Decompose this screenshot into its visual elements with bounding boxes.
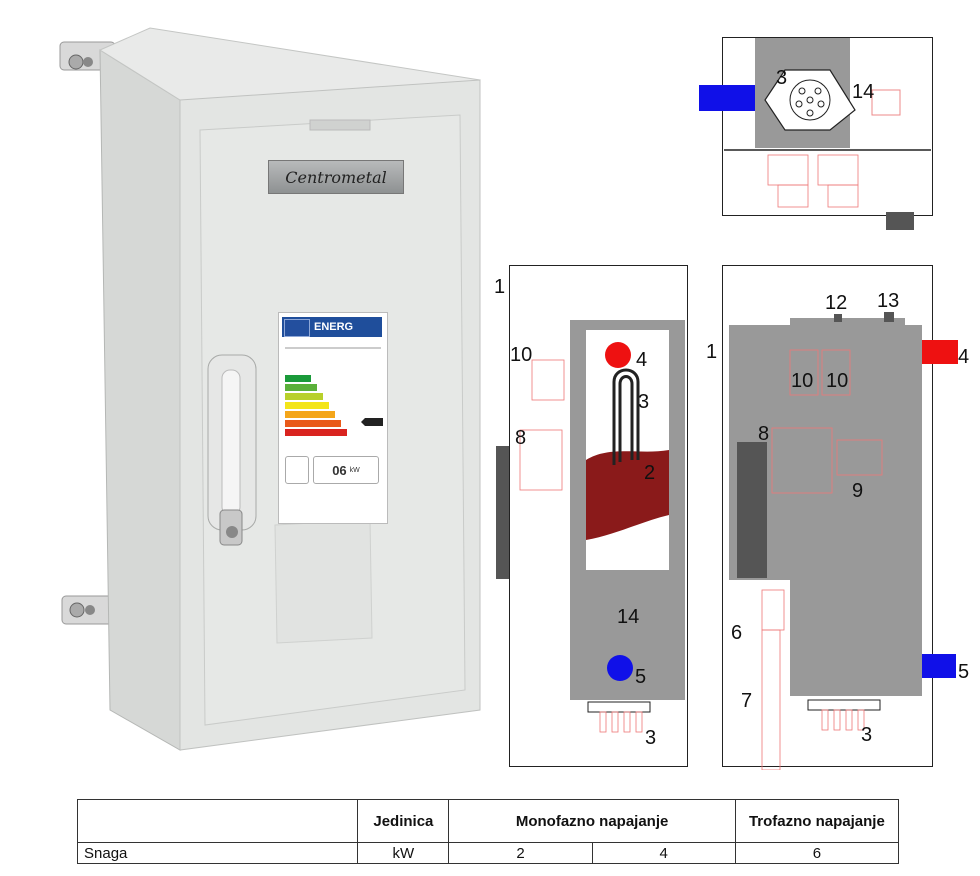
callout-left-3b: 3 — [645, 727, 657, 749]
energy-label-unit: kW — [349, 466, 360, 474]
brand-name: Centrometal — [285, 167, 387, 187]
table-cell: kW — [357, 842, 450, 864]
side-box — [737, 442, 767, 578]
callout-left-3: 3 — [638, 391, 650, 413]
side-section-diagram — [496, 320, 685, 733]
callout-right-9: 9 — [852, 480, 864, 502]
callout-right-10b: 10 — [826, 370, 849, 392]
callout-left-14: 14 — [617, 606, 640, 628]
valve-outline — [761, 589, 785, 631]
header-cell — [76, 799, 359, 843]
thermostat-front-a — [789, 349, 819, 396]
callout-left-4: 4 — [636, 349, 648, 371]
terminal-block-top — [767, 154, 859, 208]
callout-right-13: 13 — [877, 290, 900, 312]
brand-plate: Centrometal — [268, 160, 404, 194]
table-cell: 6 — [734, 842, 900, 864]
table-cell: 2 — [448, 842, 593, 864]
terminal-strip — [836, 439, 883, 476]
table-row: Snaga kW 2 4 6 — [76, 842, 900, 864]
eu-flag-icon — [284, 319, 310, 337]
top-view-diagram — [699, 38, 931, 230]
cold-connection-top — [699, 85, 755, 111]
cold-inlet-marker — [607, 655, 633, 681]
flange-side — [587, 701, 651, 713]
callout-right-5: 5 — [958, 661, 970, 683]
callout-left-5: 5 — [635, 666, 647, 688]
energy-class-bars — [285, 375, 383, 436]
top-bar — [790, 318, 905, 326]
indicator-13 — [884, 312, 894, 322]
hot-outlet-marker — [605, 342, 631, 368]
callout-left-2: 2 — [644, 462, 656, 484]
callout-left-10: 10 — [510, 344, 533, 366]
wall-bracket-bottom — [61, 595, 118, 625]
callout-left-1: 1 — [494, 276, 506, 298]
callout-right-4: 4 — [958, 346, 970, 368]
flange-plate — [764, 69, 856, 131]
thermostat-front-b — [821, 349, 851, 396]
hot-connection-front — [922, 340, 958, 364]
safety-thermostat-outline — [519, 429, 563, 491]
cold-connection-front — [922, 654, 956, 678]
energy-label: ENERG 06 kW — [278, 312, 388, 524]
table-cell: 4 — [591, 842, 736, 864]
header-cell: Monofazno napajanje — [448, 799, 736, 843]
callout-right-1: 1 — [706, 341, 718, 363]
top-view-foot — [886, 212, 914, 230]
door-handle — [207, 354, 257, 546]
cabinet-body-front — [729, 325, 922, 696]
table-cell: Snaga — [76, 842, 359, 864]
energy-label-power: 06 — [332, 462, 347, 478]
spec-table: Jedinica Monofazno napajanje Trofazno na… — [76, 799, 900, 864]
heating-element — [586, 450, 669, 540]
callout-right-3: 3 — [861, 724, 873, 746]
hot-connection-top — [871, 89, 901, 116]
header-cell: Jedinica — [357, 799, 450, 843]
callout-right-8: 8 — [758, 423, 770, 445]
callout-right-7: 7 — [741, 690, 753, 712]
thermostat-outline — [531, 359, 565, 401]
cabinet-photo — [59, 27, 481, 751]
indicator-12 — [834, 314, 842, 322]
front-section-diagram — [729, 312, 958, 770]
callout-right-10a: 10 — [791, 370, 814, 392]
header-cell: Trofazno napajanje — [734, 799, 900, 843]
flange-front — [807, 699, 881, 711]
callout-top-3: 3 — [776, 67, 788, 89]
contactor-block — [771, 427, 833, 494]
door-handle-side — [496, 446, 509, 579]
callout-left-8: 8 — [515, 427, 527, 449]
pipe-outline — [761, 629, 781, 770]
heater-tube — [612, 368, 640, 465]
table-header-row: Jedinica Monofazno napajanje Trofazno na… — [76, 799, 900, 843]
callout-right-6: 6 — [731, 622, 743, 644]
callout-right-12: 12 — [825, 292, 848, 314]
callout-top-14: 14 — [852, 81, 875, 103]
